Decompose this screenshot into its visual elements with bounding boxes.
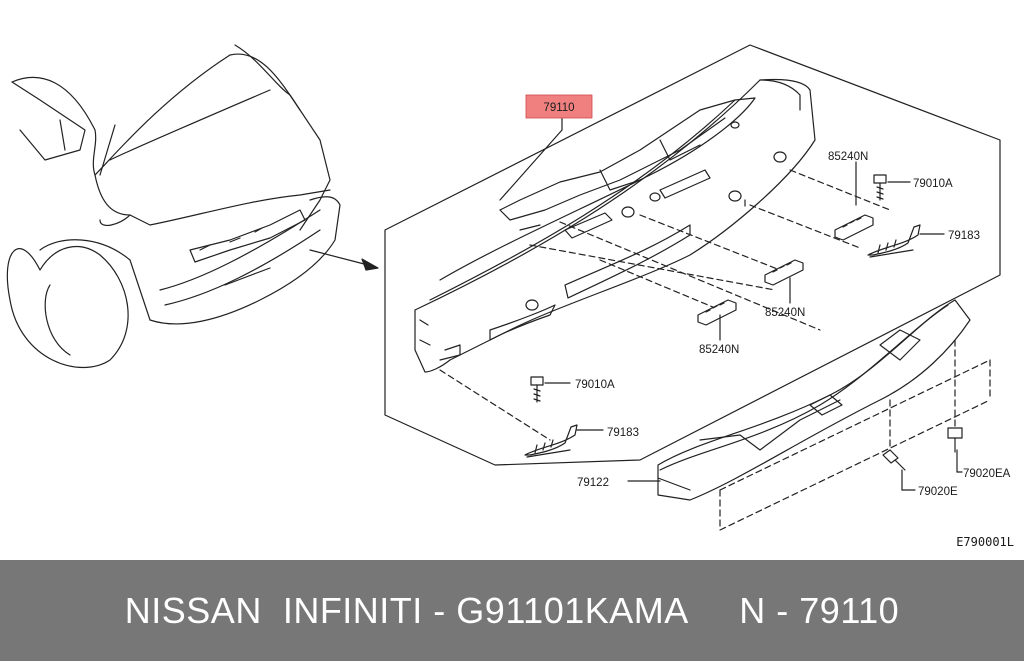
pointer-arrow [309,249,379,271]
label-bolt-e: 79020E [918,486,958,498]
label-main-part: 79110 [543,102,574,114]
main-part-highlight [525,94,593,119]
alignment-lines [439,169,991,531]
label-bracket-upper: 85240N [828,151,868,163]
bolt-79010A-upper [873,174,887,201]
exploded-parts-diagram: 79110 85240N 79010A 79183 85240N 85240N … [6,44,1014,549]
bracket-85240N-upper [834,214,874,241]
clip-79183-lower [524,424,578,458]
label-clip-lower: 79183 [607,427,639,439]
label-bolt-upper: 79010A [913,178,953,190]
lower-panel-79122 [657,299,971,501]
car-rear-illustration [6,44,341,369]
bracket-85240N-lower [697,299,737,326]
drawing-code: E790001L [956,535,1014,549]
bolt-79010A-lower [530,376,544,403]
assembly-frame [384,44,1001,466]
part-number-text: NISSAN INFINITI - G91101KAMA N - 79110 [124,589,900,631]
label-clip-upper: 79183 [948,230,980,242]
label-bracket-lower: 85240N [699,344,739,356]
label-bolt-lower: 79010A [575,379,615,391]
label-bolt-ea: 79020EA [963,468,1011,480]
rear-panel-79110 [414,78,816,373]
label-lower-panel: 79122 [577,477,609,489]
label-bracket-mid: 85240N [765,307,805,319]
bolt-79020E [882,449,906,471]
clip-79183-upper [867,224,921,258]
leader-lines [499,117,963,491]
bracket-85240N-mid [764,259,804,286]
bolt-79020EA [947,427,963,453]
part-number-banner: NISSAN INFINITI - G91101KAMA N - 79110 [0,560,1024,661]
